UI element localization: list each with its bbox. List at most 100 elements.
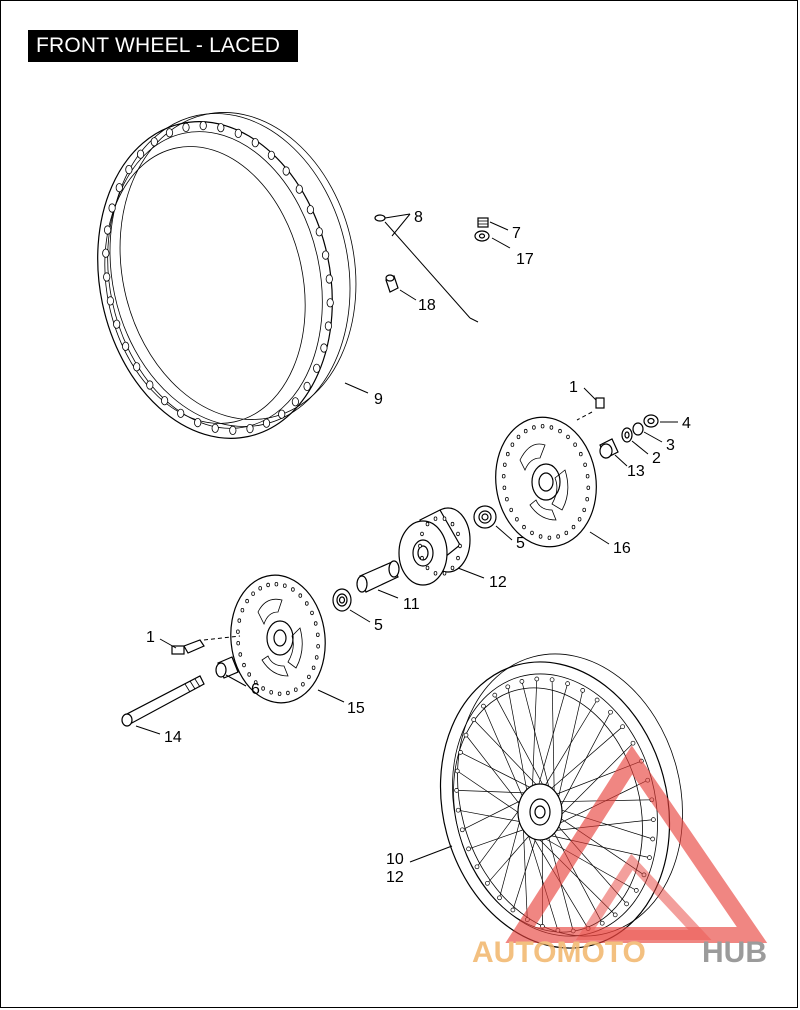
wheel-spoke [456,790,530,794]
rim-spoke-hole [324,321,332,331]
wheel-spoke [521,681,551,793]
callout-7: 7 [512,225,521,242]
rim-part-9 [97,112,357,439]
rim-spoke-hole [295,184,303,194]
watermark-logo: AUTOMOTO HUB [472,745,768,969]
spoke-nipple [505,684,511,690]
spoke-nipple [455,807,461,813]
rim-spoke-hole [104,225,112,235]
callout-15: 15 [347,700,365,717]
wheel-spoke [460,752,535,790]
rim-spoke-hole [278,409,286,419]
wheel-spoke [487,832,532,884]
wheel-spoke [557,742,634,820]
rim-spoke-hole [150,137,158,147]
rim-spoke-hole [103,272,111,282]
rim-spoke-hole [303,381,311,391]
bearing-part-5-right [473,505,497,529]
rim-spoke-hole [306,205,314,215]
callout-13: 13 [627,463,645,480]
disc-vent-hole [549,425,554,430]
spoke-nipple [624,901,629,907]
spoke-nipple [594,697,600,703]
rim-spoke-hole [315,227,323,237]
spoke-nipple [599,920,605,926]
bearing-part-5-left [332,588,352,612]
hub-spoke-hole [418,543,422,549]
spoke-nipple [485,880,490,886]
nipple-part-7 [477,217,489,228]
nut-part-4 [643,414,659,428]
rim-spoke-hole [125,165,133,175]
wheel-spoke [465,734,523,808]
spoke-nipple [481,703,486,709]
wheel-spoke [468,828,528,850]
wheel-spoke [525,826,559,931]
spoke-nipple [651,817,656,822]
rim-spoke-hole [282,166,290,176]
rim-spoke-hole [320,343,328,353]
wheel-spoke [557,712,611,812]
callout-1-right: 1 [569,379,578,396]
hub-spoke-hole [450,521,455,527]
disc-vent-hole [316,644,320,649]
disc-vent-hole [282,583,287,588]
rim-spoke-hole [106,296,115,306]
callout-8: 8 [414,209,423,226]
spoke-nipple [650,836,656,842]
disc-vent-hole [307,674,311,680]
disc-vent-hole [564,530,569,536]
disc-vent-hole [237,618,242,623]
rim-spoke-hole [234,128,242,138]
hub-spoke-hole [456,531,460,537]
disc-vent-hole [298,593,303,598]
spoke-part-8 [374,214,479,323]
disc-vent-hole [286,690,290,696]
hub-spoke-hole [456,555,460,561]
spoke-nipple [580,688,586,693]
disc-vent-hole [523,428,528,434]
wheel-spoke [556,690,584,804]
callout-5-right: 5 [516,535,525,552]
disc-vent-hole [266,582,270,588]
disc-vent-hole [505,497,509,502]
wheel-spoke [543,699,598,789]
disc-vent-hole [236,641,241,646]
spoke-nipple [612,912,618,918]
disc-vent-hole [540,424,545,429]
rim-spoke-hole [115,183,123,193]
disc-vent-hole [301,682,305,687]
callout-3: 3 [666,437,675,454]
disc-vent-hole [505,451,510,457]
rim-spoke-hole [108,203,116,213]
wheel-spoke [522,820,528,920]
washer-part-3 [632,422,644,436]
rim-spoke-hole [229,425,237,435]
spoke-nipple [510,907,516,913]
hub-spoke-hole [425,565,430,571]
disc-vent-hole [315,632,320,637]
disc-vent-hole [510,442,515,447]
disc-vent-hole [310,610,314,616]
disc-vent-hole [573,442,577,447]
wheel-spoke [458,809,524,823]
wheel-spoke [462,798,526,831]
disc-vent-hole [515,517,519,522]
disc-vent-hole [501,474,506,479]
spoke-nipple [633,888,639,893]
hub-spoke-hole [425,521,430,527]
washer-part-2 [621,427,633,443]
sleeve-part-11 [356,560,400,593]
hub-part-12 [398,507,471,586]
rim-spoke-hole [137,149,145,159]
rim-spoke-hole [199,121,207,131]
wheel-spoke [537,683,568,789]
spoke-nipple [620,724,625,730]
rim-spoke-hole [102,248,110,258]
disc-vent-hole [577,517,582,522]
hub-spoke-hole [450,565,455,571]
disc-vent-hole [251,591,255,596]
spoke-nipple [630,740,636,746]
disc-vent-hole [247,672,252,677]
wheel-spoke [483,705,525,801]
